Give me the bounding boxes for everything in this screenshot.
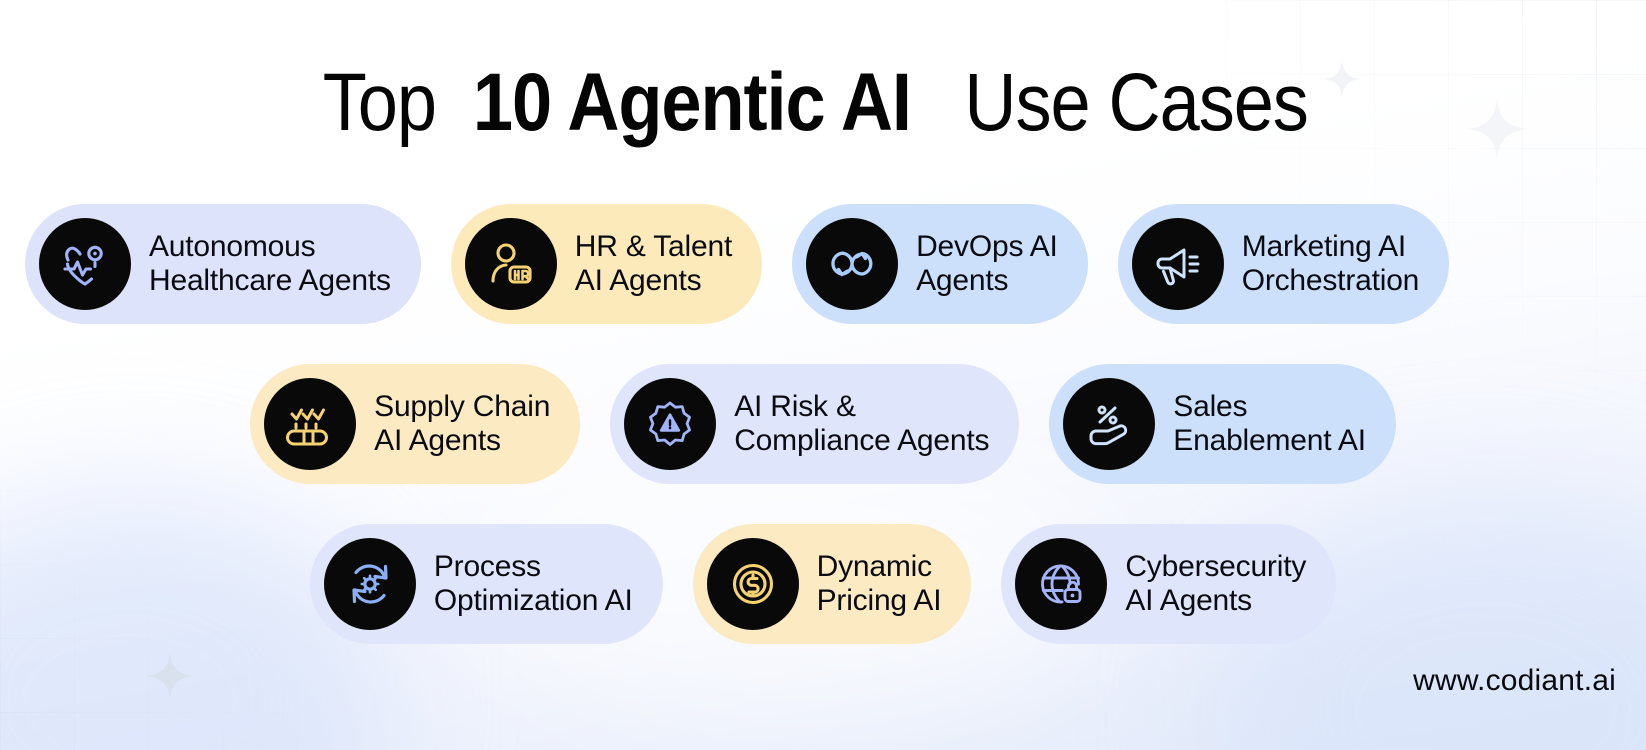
- sparkle-bottom-left-icon: [146, 652, 194, 700]
- use-case-label: Cybersecurity AI Agents: [1125, 549, 1307, 618]
- use-case-card-marketing-ai-orchestration[interactable]: Marketing AI Orchestration: [1117, 204, 1450, 324]
- globe-lock-icon: [1015, 538, 1108, 630]
- use-case-label: Process Optimization AI: [433, 549, 633, 618]
- gear-warning-icon: [624, 378, 717, 470]
- use-case-card-hr-talent-ai-agents[interactable]: HR & Talent AI Agents: [450, 204, 763, 324]
- use-case-card-process-optimization-ai[interactable]: Process Optimization AI: [309, 524, 663, 644]
- use-case-label: Supply Chain AI Agents: [374, 389, 551, 458]
- use-case-card-cybersecurity-ai-agents[interactable]: Cybersecurity AI Agents: [1001, 524, 1337, 644]
- use-case-label: Marketing AI Orchestration: [1241, 229, 1420, 298]
- website-url[interactable]: www.codiant.ai: [1413, 664, 1616, 697]
- use-case-row-1: Autonomous Healthcare Agents HR & Talent…: [0, 204, 1646, 324]
- use-case-label: Sales Enablement AI: [1173, 389, 1366, 458]
- use-case-row-3: Process Optimization AI Dynamic Pricing …: [0, 524, 1646, 644]
- person-hr-badge-icon: [464, 218, 557, 310]
- use-case-label: AI Risk & Compliance Agents: [734, 389, 990, 458]
- heart-pulse-person-icon: [39, 218, 131, 310]
- title-part-1: Top: [322, 57, 436, 148]
- use-case-card-autonomous-healthcare-agents[interactable]: Autonomous Healthcare Agents: [25, 204, 421, 324]
- gear-refresh-icon: [323, 538, 416, 630]
- title-part-2-highlight: 10 Agentic AI: [473, 57, 912, 148]
- infinity-loop-icon: [806, 218, 899, 310]
- use-case-label: HR & Talent AI Agents: [574, 229, 733, 298]
- use-case-label: Autonomous Healthcare Agents: [149, 229, 391, 298]
- use-case-label: Dynamic Pricing AI: [816, 549, 942, 618]
- use-case-card-sales-enablement-ai[interactable]: Sales Enablement AI: [1049, 364, 1396, 484]
- use-case-card-dynamic-pricing-ai[interactable]: Dynamic Pricing AI: [692, 524, 972, 644]
- page-title: Top 10 Agentic AI Use Cases: [0, 55, 1646, 151]
- use-case-card-supply-chain-ai-agents[interactable]: Supply Chain AI Agents: [250, 364, 581, 484]
- title-part-3: Use Cases: [964, 57, 1308, 148]
- conveyor-belt-icon: [264, 378, 357, 470]
- use-case-card-ai-risk-compliance-agents[interactable]: AI Risk & Compliance Agents: [610, 364, 1020, 484]
- use-case-card-devops-ai-agents[interactable]: DevOps AI Agents: [792, 204, 1088, 324]
- dollar-coin-icon: [706, 538, 799, 630]
- use-case-row-2: Supply Chain AI Agents AI Risk & Complia…: [0, 364, 1646, 484]
- megaphone-icon: [1131, 218, 1224, 310]
- use-case-label: DevOps AI Agents: [916, 229, 1058, 298]
- hand-percent-icon: [1063, 378, 1156, 470]
